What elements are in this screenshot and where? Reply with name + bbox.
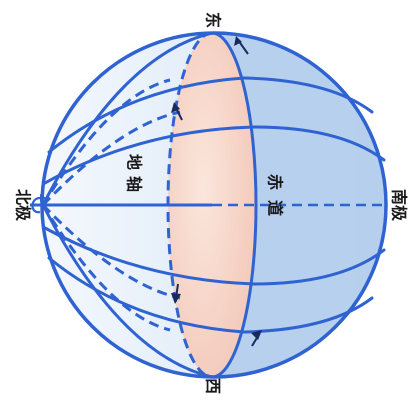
west-label: 西: [204, 378, 223, 394]
arrow-icon: [171, 102, 183, 121]
south-pole-label: 南极: [390, 189, 409, 222]
meridian-hidden-line: [41, 78, 171, 206]
earth-axis-label: 地轴: [125, 154, 144, 198]
equator-label: 赤道: [266, 174, 285, 226]
north-pole-label: 北极: [14, 189, 33, 222]
latitude-line: [242, 296, 374, 334]
latitude-line: [47, 76, 246, 154]
arrow-icon: [234, 36, 249, 55]
rotation-arrow-icon: [31, 196, 41, 214]
meridian-hidden-line: [41, 110, 181, 207]
latitude-line: [43, 226, 256, 286]
latitude-line: [252, 248, 386, 286]
latitude-line: [47, 256, 246, 334]
latitude-line: [242, 76, 374, 114]
rotation-arrowhead-icon: [40, 194, 46, 202]
meridian-hidden-line: [41, 204, 171, 332]
equator-front-edge: [210, 31, 258, 379]
meridian-line: [41, 31, 214, 207]
globe-outline: [40, 31, 388, 379]
meridian-line: [41, 203, 214, 379]
latitude-line: [252, 125, 386, 162]
arrow-icon: [251, 330, 262, 347]
arrow-icon: [171, 283, 181, 304]
east-label: 东: [204, 12, 223, 28]
meridian-hidden-line: [41, 203, 181, 300]
latitude-line: [43, 125, 256, 185]
